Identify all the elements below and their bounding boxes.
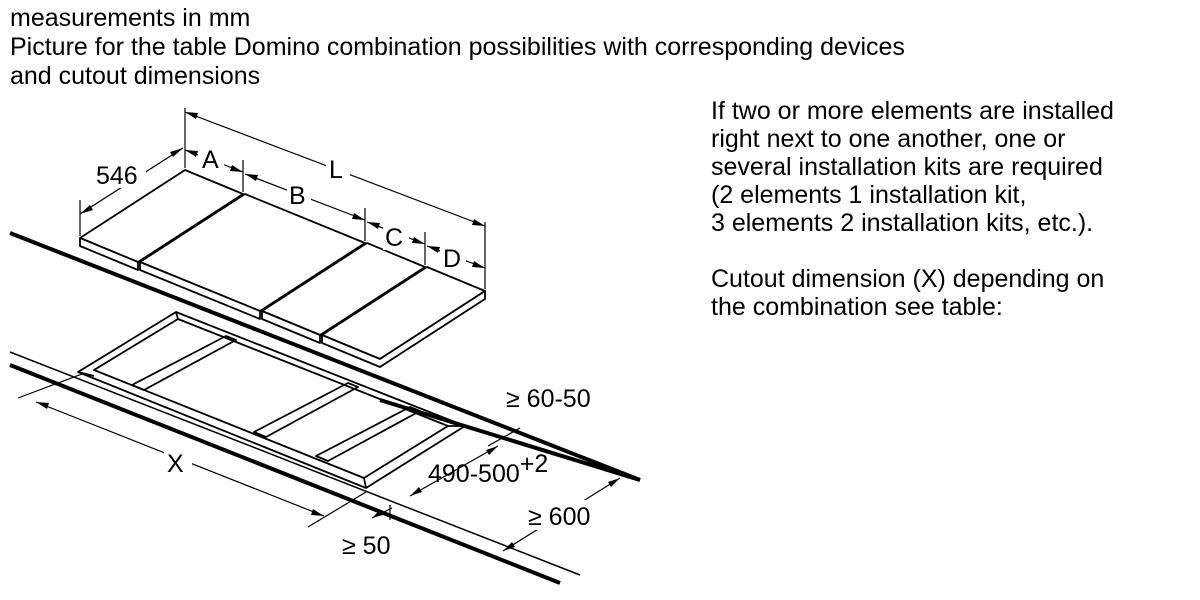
note-line: If two or more elements are installed: [711, 97, 1114, 125]
note-line: the combination see table:: [711, 293, 1003, 321]
note-line: several installation kits are required: [711, 153, 1103, 181]
label-b: B: [289, 182, 306, 210]
note-line: right next to one another, one or: [711, 125, 1066, 153]
caption-title-line2: and cutout dimensions: [10, 62, 261, 90]
countertop-cutout-view: X 490-500+2 ≥ 60-50 ≥ 600 ≥ 50: [9, 311, 641, 585]
caption-title-line1: Picture for the table Domino combination…: [10, 33, 905, 61]
element-c-side: [261, 310, 321, 344]
header-caption: measurements in mm Picture for the table…: [10, 4, 905, 91]
label-x: X: [167, 450, 184, 478]
label-depth-546: 546: [96, 162, 138, 190]
domino-elements: [79, 169, 486, 368]
installation-note: If two or more elements are installed ri…: [711, 97, 1114, 321]
element-a-side: [79, 237, 139, 271]
note-line: 3 elements 2 installation kits, etc.).: [711, 209, 1094, 237]
note-line: (2 elements 1 installation kit,: [711, 181, 1027, 209]
element-dimensions: A B C D L 546: [79, 108, 486, 289]
installation-diagram: A B C D L 546: [9, 108, 641, 585]
label-rear-gap: ≥ 50: [342, 532, 390, 560]
element-b-side: [139, 261, 261, 320]
note-line: Cutout dimension (X) depending on: [711, 265, 1105, 293]
label-c: C: [385, 224, 403, 252]
label-front-gap: ≥ 60-50: [506, 385, 591, 413]
label-counter-depth: ≥ 600: [528, 503, 590, 531]
element-d-side: [321, 290, 486, 368]
label-cutout-depth: 490-500+2: [428, 450, 548, 488]
label-a: A: [202, 146, 219, 174]
caption-units: measurements in mm: [10, 4, 251, 32]
countertop-back-edge: [9, 231, 641, 482]
label-d: D: [443, 245, 461, 273]
label-l: L: [329, 156, 343, 184]
